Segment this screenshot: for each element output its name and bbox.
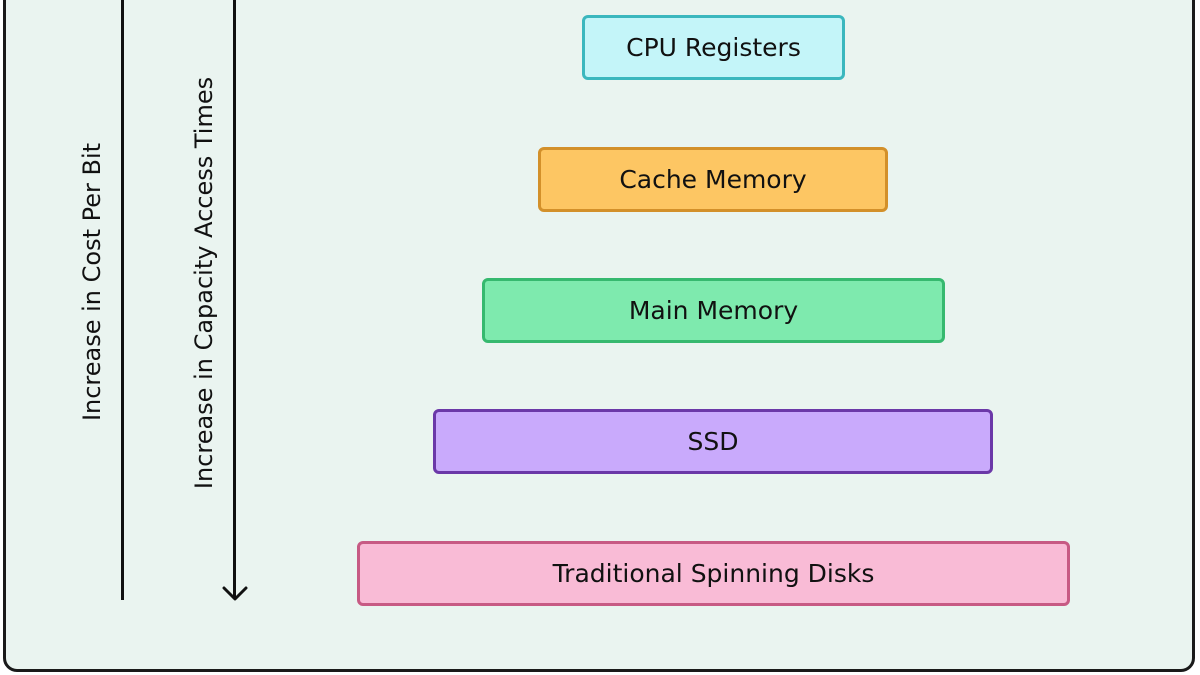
cost-axis-line xyxy=(121,0,124,600)
cost-axis-label: Increase in Cost Per Bit xyxy=(78,142,106,422)
tier-ssd: SSD xyxy=(433,409,993,474)
tier-spinning-disks: Traditional Spinning Disks xyxy=(357,541,1070,606)
tier-main-memory: Main Memory xyxy=(482,278,945,343)
capacity-axis-line xyxy=(233,0,236,598)
capacity-axis-label: Increase in Capacity Access Times xyxy=(190,76,218,490)
tier-cpu-registers: CPU Registers xyxy=(582,15,845,80)
down-arrow-icon xyxy=(222,586,248,601)
tier-cache-memory: Cache Memory xyxy=(538,147,888,212)
